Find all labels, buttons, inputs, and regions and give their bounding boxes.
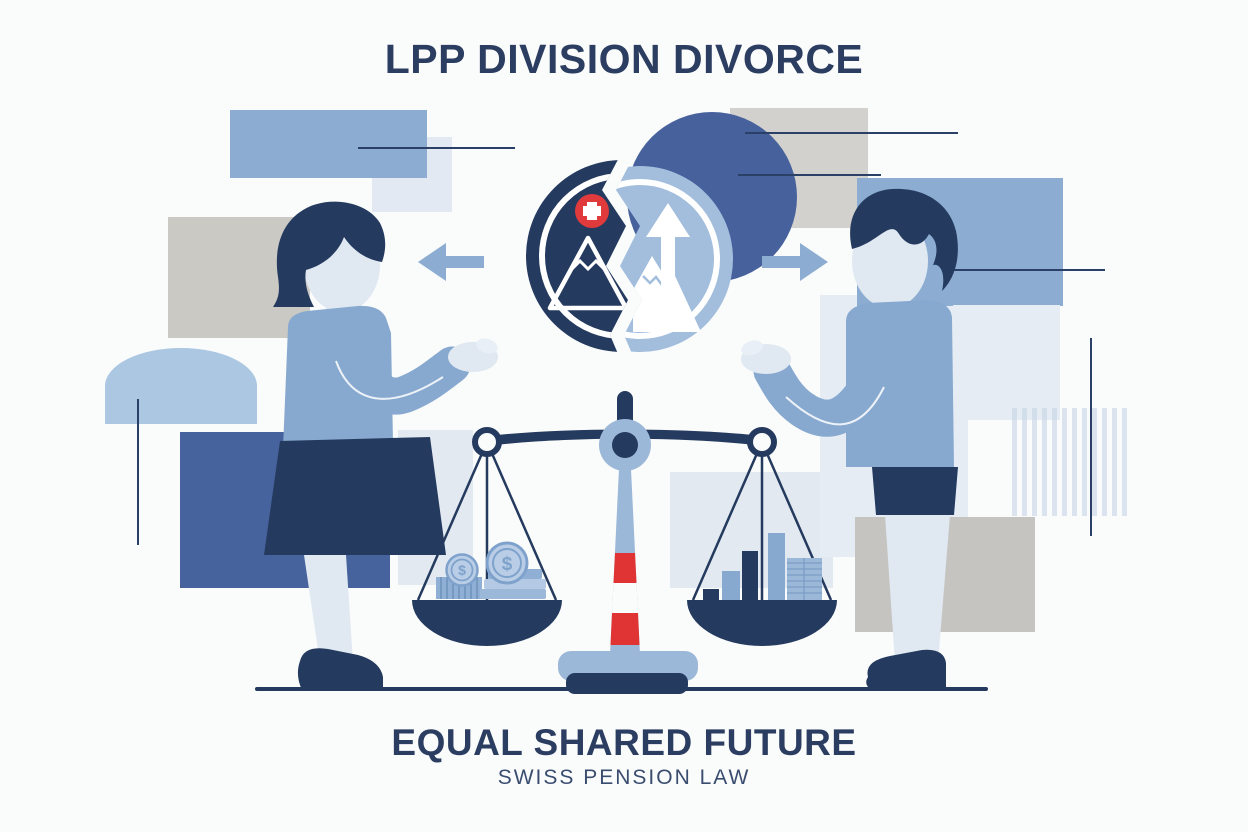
woman-arm-contour (335, 360, 444, 400)
dollar-symbol-large: $ (502, 554, 513, 575)
scale-left-pan (412, 600, 562, 646)
woman-torso-sweater (283, 305, 393, 449)
page-title: LPP DIVISION DIVORCE (384, 36, 864, 82)
man-hand (741, 340, 791, 374)
dollar-symbol-small: $ (458, 562, 466, 578)
decor-blue-rect-topleft (230, 110, 427, 178)
decor-pale-rect-right (953, 305, 1060, 420)
dollar-coin-large: $ (485, 541, 529, 585)
decor-vertical-line-right (1090, 338, 1092, 536)
man-leg (885, 515, 950, 663)
coin-column-stack (787, 558, 822, 600)
footer-subheadline: SWISS PENSION LAW (497, 766, 751, 789)
money-coins-icon: $ $ (436, 541, 546, 599)
callout-line-topleft (358, 147, 515, 149)
decor-stripe-pattern-right (1012, 408, 1128, 516)
dollar-coin-small: $ (445, 553, 479, 587)
callout-line-topright-lower (738, 174, 881, 176)
scale-column (610, 469, 640, 655)
arrow-right-icon (762, 243, 828, 281)
scale-strings (416, 441, 833, 601)
callout-line-man-face (950, 269, 1105, 271)
man-torso-sweater (846, 300, 954, 467)
footer-headline: EQUAL SHARED FUTURE (391, 722, 857, 763)
man-shorts (872, 467, 958, 515)
man-figure (741, 188, 958, 690)
callout-line-topright-upper (745, 132, 958, 134)
split-coin-emblem (526, 160, 733, 352)
decor-dome-left (105, 348, 257, 424)
man-arm-contour (785, 386, 885, 426)
woman-figure (264, 201, 498, 690)
woman-arm-sleeve (333, 336, 471, 415)
woman-leg (304, 555, 353, 663)
woman-shoe (297, 648, 383, 690)
scale-right-ring (747, 427, 777, 457)
man-hair (850, 188, 958, 291)
mountain-growth-arrow-icon (616, 166, 733, 352)
scale-left-ring (472, 427, 502, 457)
swiss-cross-badge-icon (575, 194, 609, 228)
man-shoe (866, 649, 946, 690)
woman-skirt (264, 437, 446, 555)
scale-base (566, 673, 688, 694)
balance-scale-icon: $ $ (412, 391, 837, 694)
growth-bars-icon (703, 533, 822, 600)
woman-hair (273, 201, 386, 307)
scale-right-pan (687, 600, 837, 646)
woman-hand (448, 338, 498, 372)
scale-hub-center (612, 432, 638, 458)
arrow-left-icon (418, 243, 484, 281)
decor-vertical-line-left (137, 399, 139, 545)
